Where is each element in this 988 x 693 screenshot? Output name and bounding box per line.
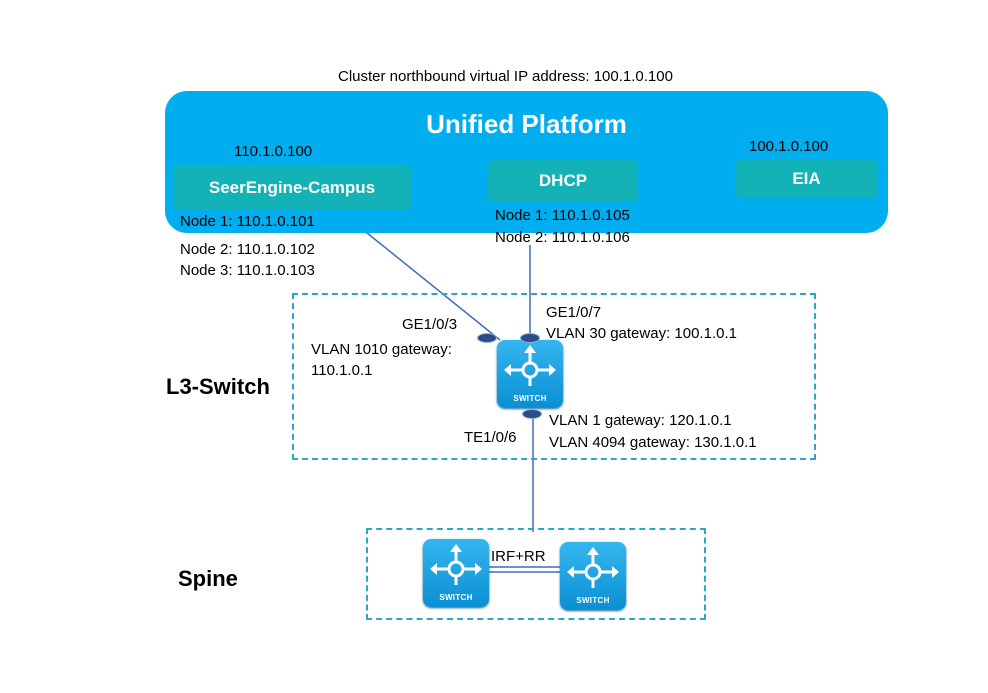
link-seerengine-ge3 bbox=[340, 211, 501, 341]
vlan1010-label-line1: VLAN 1010 gateway: bbox=[311, 341, 452, 358]
eia-label: EIA bbox=[792, 169, 821, 188]
seerengine-vip: 110.1.0.100 bbox=[234, 143, 313, 160]
irf-rr-label: IRF+RR bbox=[491, 548, 546, 565]
vlan1010-label-line2: 110.1.0.1 bbox=[311, 362, 373, 379]
spine-zone bbox=[366, 528, 706, 620]
switch-arrows-icon bbox=[430, 544, 482, 585]
l3-switch-text: SWITCH bbox=[513, 394, 547, 403]
l3-switch-device: SWITCH bbox=[497, 340, 563, 408]
eia-box: EIA bbox=[735, 160, 878, 197]
vlan30-label: VLAN 30 gateway: 100.1.0.1 bbox=[546, 325, 737, 342]
l3-switch-zone bbox=[292, 293, 816, 460]
seerengine-campus-label: SeerEngine-Campus bbox=[208, 178, 376, 197]
port-ge1-0-7 bbox=[520, 333, 540, 343]
port-te1-0-6 bbox=[522, 409, 542, 419]
dhcp-label: DHCP bbox=[538, 171, 588, 190]
seerengine-node3: Node 3: 110.1.0.103 bbox=[180, 262, 315, 279]
seerengine-node2: Node 2: 110.1.0.102 bbox=[180, 241, 315, 258]
cluster-vip-label: Cluster northbound virtual IP address: 1… bbox=[338, 68, 673, 85]
vlan1-label: VLAN 1 gateway: 120.1.0.1 bbox=[549, 412, 732, 429]
port-te1-0-6-label: TE1/0/6 bbox=[464, 429, 517, 446]
platform-title: Unified Platform bbox=[426, 109, 627, 139]
dhcp-node1: Node 1: 110.1.0.105 bbox=[495, 207, 630, 224]
eia-vip: 100.1.0.100 bbox=[749, 138, 829, 155]
port-ge1-0-7-label: GE1/0/7 bbox=[546, 304, 602, 321]
vlan4094-label: VLAN 4094 gateway: 130.1.0.1 bbox=[549, 434, 757, 451]
dhcp-box: DHCP bbox=[488, 160, 638, 202]
spine-switch-2-text: SWITCH bbox=[576, 596, 610, 605]
spine-label: Spine bbox=[178, 566, 238, 591]
switch-arrows-icon bbox=[504, 345, 556, 386]
spine-switch-1: SWITCH bbox=[423, 539, 489, 607]
seerengine-campus-box: SeerEngine-Campus bbox=[173, 165, 411, 210]
seerengine-node1: Node 1: 110.1.0.101 bbox=[180, 213, 315, 230]
l3-switch-label: L3-Switch bbox=[166, 374, 270, 399]
spine-switch-2: SWITCH bbox=[560, 542, 626, 610]
switch-arrows-icon bbox=[567, 547, 619, 588]
spine-switch-1-text: SWITCH bbox=[439, 593, 473, 602]
port-ge1-0-3-label: GE1/0/3 bbox=[402, 316, 458, 333]
dhcp-node2: Node 2: 110.1.0.106 bbox=[495, 229, 630, 246]
port-ge1-0-3 bbox=[477, 333, 497, 343]
